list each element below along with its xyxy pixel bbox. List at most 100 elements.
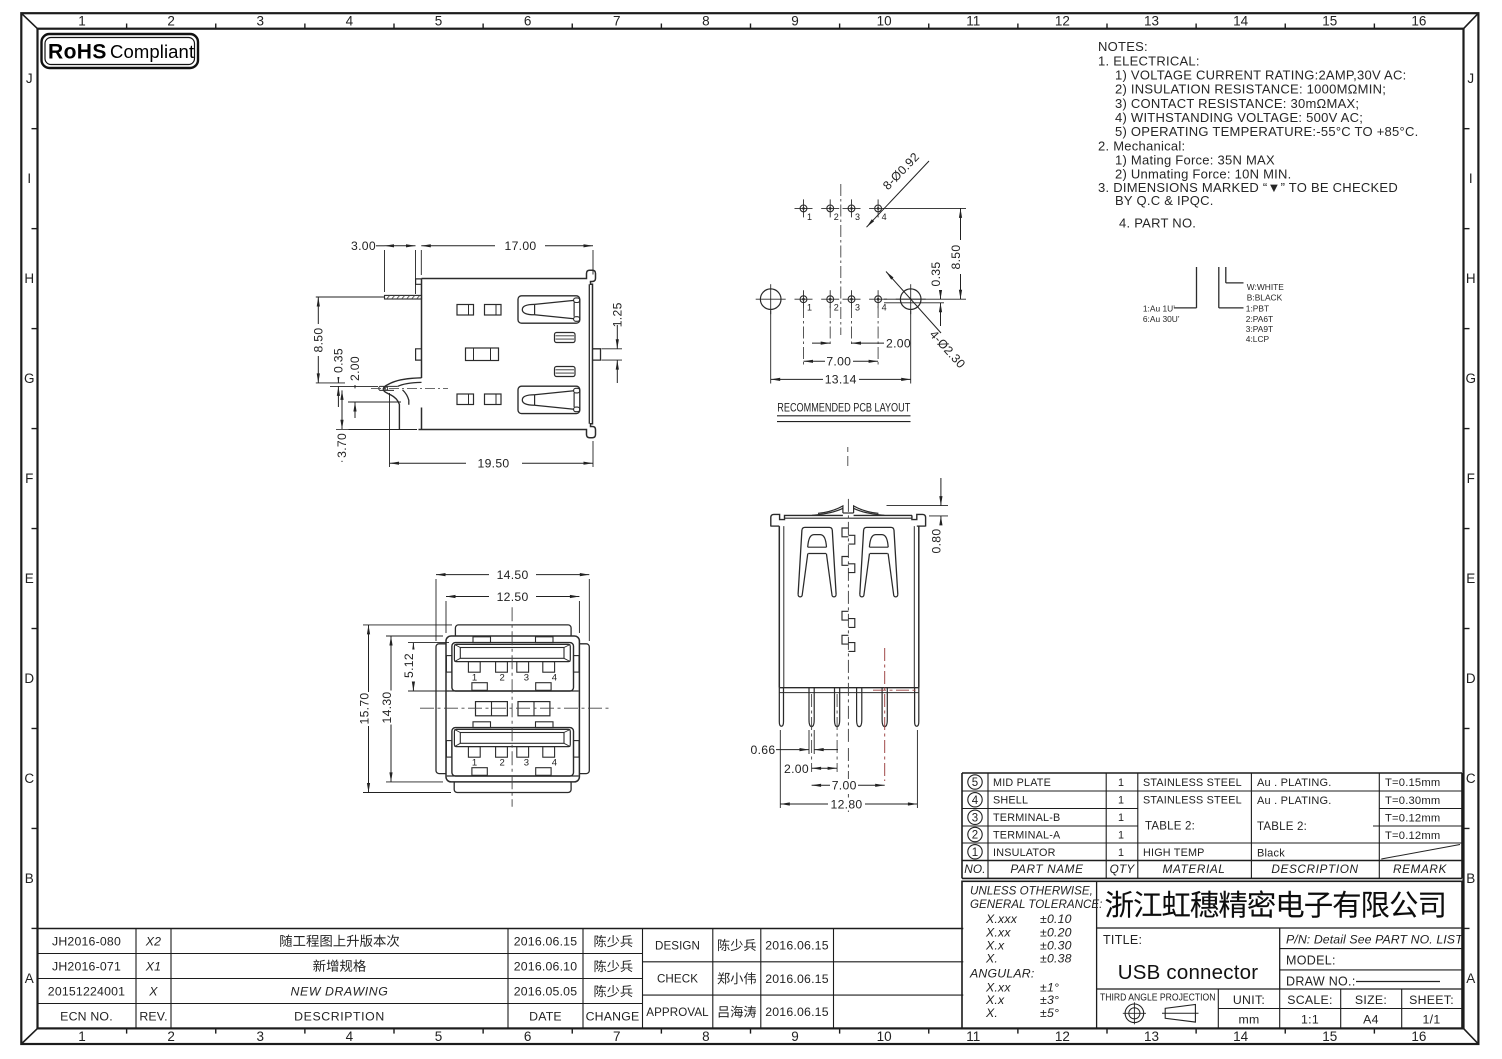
svg-text:NOTES:: NOTES:	[1098, 39, 1148, 54]
svg-text:1: 1	[1118, 812, 1124, 824]
svg-text:10: 10	[877, 14, 892, 29]
svg-text:3: 3	[855, 212, 860, 222]
svg-text:7.00: 7.00	[832, 779, 857, 793]
svg-text:GENERAL TOLERANCE:: GENERAL TOLERANCE:	[970, 898, 1102, 911]
svg-text:5) OPERATING TEMPERATURE:-55°C: 5) OPERATING TEMPERATURE:-55°C TO +85°C.	[1115, 124, 1418, 139]
svg-text:A: A	[25, 971, 34, 986]
svg-text:E: E	[1466, 571, 1475, 586]
svg-text:12.80: 12.80	[831, 797, 863, 811]
svg-text:CHECK: CHECK	[657, 973, 698, 986]
svg-text:JH2016-071: JH2016-071	[52, 960, 121, 974]
svg-text:16: 16	[1411, 14, 1426, 29]
svg-text:T=0.12mm: T=0.12mm	[1385, 812, 1440, 824]
svg-text:C: C	[1466, 771, 1476, 786]
svg-text:8: 8	[702, 1029, 710, 1044]
svg-text:2016.06.15: 2016.06.15	[765, 1005, 829, 1019]
svg-text:2016.06.15: 2016.06.15	[765, 972, 829, 986]
svg-text:THIRD ANGLE PROJECTION: THIRD ANGLE PROJECTION	[1100, 993, 1216, 1004]
svg-text:2.00: 2.00	[348, 356, 362, 381]
svg-text:3: 3	[257, 14, 265, 29]
svg-text:2.00: 2.00	[784, 762, 809, 776]
svg-text:T=0.12mm: T=0.12mm	[1385, 830, 1440, 842]
svg-text:X.: X.	[985, 1006, 998, 1020]
svg-text:3: 3	[855, 303, 860, 313]
svg-text:Au . PLATING.: Au . PLATING.	[1257, 777, 1332, 789]
svg-text:4: 4	[972, 795, 979, 807]
svg-text:3: 3	[257, 1029, 265, 1044]
svg-text:6: 6	[524, 1029, 532, 1044]
svg-text:3.70: 3.70	[335, 433, 349, 458]
svg-text:7: 7	[613, 14, 621, 29]
svg-text:0.35: 0.35	[331, 348, 345, 373]
svg-text:12: 12	[1055, 14, 1070, 29]
svg-text:MID PLATE: MID PLATE	[993, 777, 1051, 789]
svg-text:±1°: ±1°	[1040, 980, 1059, 994]
svg-text:19.50: 19.50	[478, 457, 510, 471]
svg-text:8.50: 8.50	[311, 328, 325, 353]
svg-text:2: 2	[500, 672, 505, 683]
svg-text:TABLE 2:: TABLE 2:	[1145, 821, 1195, 833]
svg-text:JH2016-080: JH2016-080	[52, 935, 121, 949]
svg-text:J: J	[26, 71, 33, 86]
svg-text:F: F	[1467, 471, 1475, 486]
svg-text:2: 2	[834, 212, 839, 222]
svg-text:±0.20: ±0.20	[1040, 925, 1072, 939]
svg-text:1: 1	[1118, 829, 1124, 841]
svg-text:BY Q.C & IPQC.: BY Q.C & IPQC.	[1115, 193, 1214, 208]
svg-text:3: 3	[524, 757, 529, 768]
svg-text:Black: Black	[1257, 847, 1285, 859]
svg-text:DRAW NO.:: DRAW NO.:	[1286, 975, 1356, 989]
svg-text:2016.06.10: 2016.06.10	[514, 960, 578, 974]
svg-text:20151224001: 20151224001	[48, 985, 125, 999]
svg-text:2. Mechanical:: 2. Mechanical:	[1098, 138, 1185, 153]
svg-text:1: 1	[1118, 847, 1124, 859]
svg-text:3) CONTACT RESISTANCE: 30mΩMAX: 3) CONTACT RESISTANCE: 30mΩMAX;	[1115, 96, 1359, 111]
svg-text:TERMINAL-A: TERMINAL-A	[993, 829, 1061, 841]
svg-text:4: 4	[552, 672, 557, 683]
svg-text:USB connector: USB connector	[1118, 961, 1258, 984]
svg-text:1: 1	[807, 212, 812, 222]
svg-text:X2: X2	[145, 935, 161, 949]
svg-text:3. DIMENSIONS MARKED “▼” TO BE: 3. DIMENSIONS MARKED “▼” TO BE CHECKED	[1098, 180, 1398, 195]
svg-text:X: X	[148, 985, 158, 999]
svg-text:13: 13	[1144, 14, 1159, 29]
svg-text:14: 14	[1233, 1029, 1249, 1044]
svg-text:0.80: 0.80	[930, 529, 944, 554]
svg-text:1: 1	[472, 757, 477, 768]
svg-text:X.: X.	[985, 952, 998, 966]
svg-text:STAINLESS STEEL: STAINLESS STEEL	[1143, 777, 1242, 789]
svg-text:STAINLESS STEEL: STAINLESS STEEL	[1143, 794, 1242, 806]
svg-text:8.50: 8.50	[949, 245, 963, 270]
svg-text:B: B	[25, 871, 34, 886]
svg-text:10: 10	[877, 1029, 892, 1044]
svg-text:TABLE 2:: TABLE 2:	[1257, 821, 1307, 833]
svg-text:G: G	[24, 371, 35, 386]
svg-text:14.50: 14.50	[497, 568, 529, 582]
svg-text:7.00: 7.00	[826, 355, 851, 369]
svg-text:5: 5	[972, 777, 978, 789]
svg-text:1: 1	[472, 672, 477, 683]
svg-text:3:PA9T: 3:PA9T	[1246, 324, 1273, 334]
svg-text:ECN NO.: ECN NO.	[60, 1010, 113, 1024]
svg-text:W:WHITE: W:WHITE	[1247, 282, 1284, 292]
svg-text:UNLESS OTHERWISE,: UNLESS OTHERWISE,	[970, 885, 1093, 898]
svg-text:B:BLACK: B:BLACK	[1247, 293, 1283, 303]
svg-text:9: 9	[791, 1029, 799, 1044]
svg-text:PART NAME: PART NAME	[1010, 862, 1083, 876]
svg-text:6:Au 30U’: 6:Au 30U’	[1143, 314, 1180, 324]
svg-text:F: F	[25, 471, 33, 486]
svg-text:MODEL:: MODEL:	[1286, 954, 1336, 968]
svg-text:4: 4	[552, 757, 557, 768]
svg-text:4: 4	[882, 303, 887, 313]
svg-text:±3°: ±3°	[1040, 993, 1059, 1007]
svg-text:3: 3	[972, 812, 978, 824]
svg-text:REMARK: REMARK	[1393, 862, 1448, 876]
svg-text:1) Mating Force: 35N MAX: 1) Mating Force: 35N MAX	[1115, 153, 1275, 168]
svg-text:TITLE:: TITLE:	[1103, 933, 1142, 947]
svg-text:E: E	[25, 571, 34, 586]
svg-text:2: 2	[972, 830, 978, 842]
svg-text:5: 5	[435, 14, 443, 29]
svg-text:15.70: 15.70	[357, 693, 371, 725]
svg-text:NEW DRAWING: NEW DRAWING	[291, 985, 389, 999]
svg-text:4: 4	[346, 14, 354, 29]
